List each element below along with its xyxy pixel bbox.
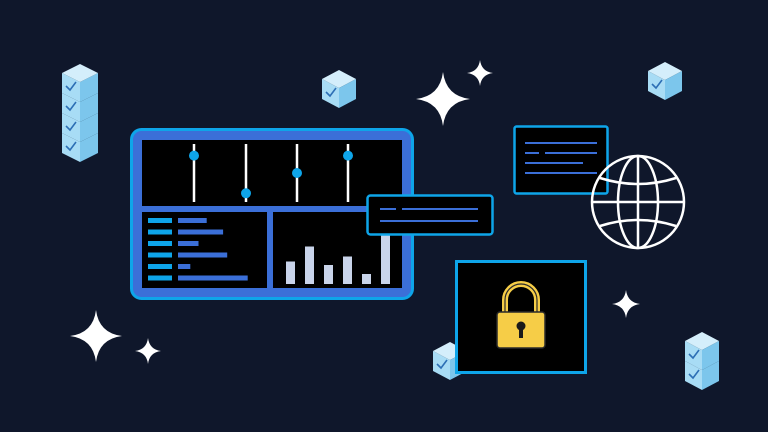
check-cube-icon xyxy=(322,70,356,108)
chart-bar xyxy=(343,256,352,284)
list-marker xyxy=(148,241,172,246)
chart-bar xyxy=(305,246,314,284)
list-marker xyxy=(148,229,172,235)
padlock-icon xyxy=(455,260,587,374)
slider-knob xyxy=(241,188,251,199)
list-bar xyxy=(178,275,248,281)
list-bar xyxy=(178,218,207,223)
list-marker xyxy=(148,275,172,281)
slider-knob xyxy=(343,150,353,161)
sparkle-icon xyxy=(416,72,470,126)
list-bar xyxy=(178,241,199,246)
sparkle-icon xyxy=(467,60,493,86)
chart-bar xyxy=(362,274,371,284)
list-bar xyxy=(178,264,191,269)
stacked-check-cubes-icon xyxy=(62,64,98,162)
list-marker xyxy=(148,252,172,258)
chart-bar xyxy=(324,265,333,284)
sparkle-icon xyxy=(135,338,161,364)
sparkle-icon xyxy=(70,310,122,362)
bar-chart-icon xyxy=(286,234,390,284)
dashboard-icon xyxy=(130,128,414,300)
list-marker xyxy=(148,218,172,223)
list-bar xyxy=(178,229,224,235)
list-bar xyxy=(178,252,228,258)
stacked-check-cubes-icon xyxy=(685,332,719,390)
sliders-icon xyxy=(189,144,353,202)
chart-bar xyxy=(286,261,295,284)
document-card-icon xyxy=(513,125,609,195)
slider-knob xyxy=(292,168,302,178)
sparkle-icon xyxy=(612,290,640,318)
document-card-icon xyxy=(366,194,494,236)
chart-bar xyxy=(381,234,390,284)
list-marker xyxy=(148,264,172,269)
slider-knob xyxy=(189,150,199,161)
globe-icon xyxy=(590,154,686,250)
check-cube-icon xyxy=(648,62,682,100)
